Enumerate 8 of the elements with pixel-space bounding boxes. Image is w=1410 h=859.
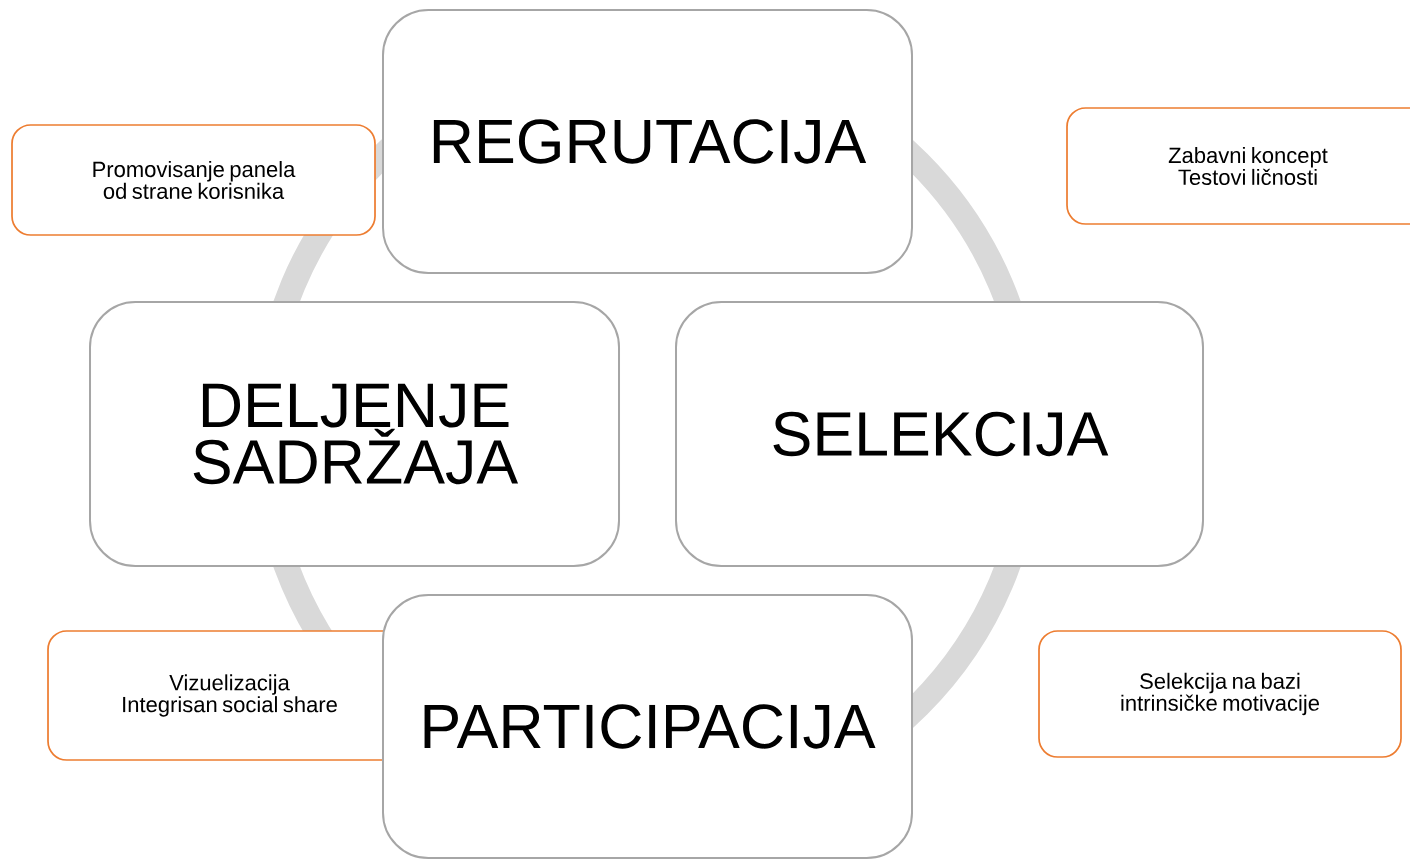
- note-box: Selekcija na bazi intrinsičke motivacije: [1038, 630, 1402, 758]
- note-box: Vizuelizacija Integrisan social share: [47, 630, 412, 761]
- cycle-box: SELEKCIJA: [675, 301, 1204, 567]
- cycle-box: PARTICIPACIJA: [382, 594, 913, 859]
- note-box: Promovisanje panela od strane korisnika: [11, 124, 376, 236]
- note-box: Zabavni koncept Testovi ličnosti: [1066, 107, 1410, 225]
- cycle-box: DELJENJE SADRŽAJA: [89, 301, 620, 567]
- cycle-box: REGRUTACIJA: [382, 9, 913, 274]
